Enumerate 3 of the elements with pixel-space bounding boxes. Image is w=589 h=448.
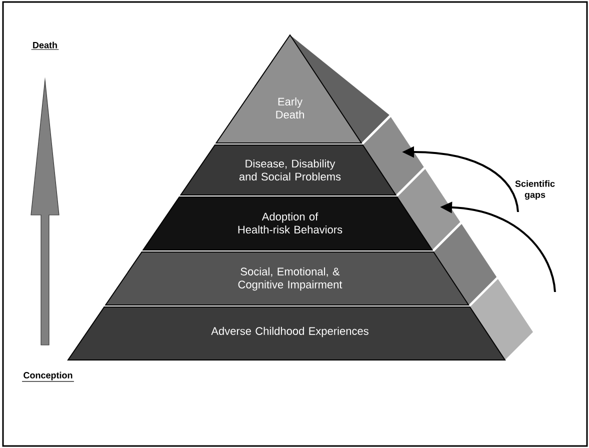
- annotation-label: Scientific gaps: [515, 180, 555, 200]
- axis-label: Death: [31, 42, 59, 50]
- axis-label: Conception: [22, 372, 74, 382]
